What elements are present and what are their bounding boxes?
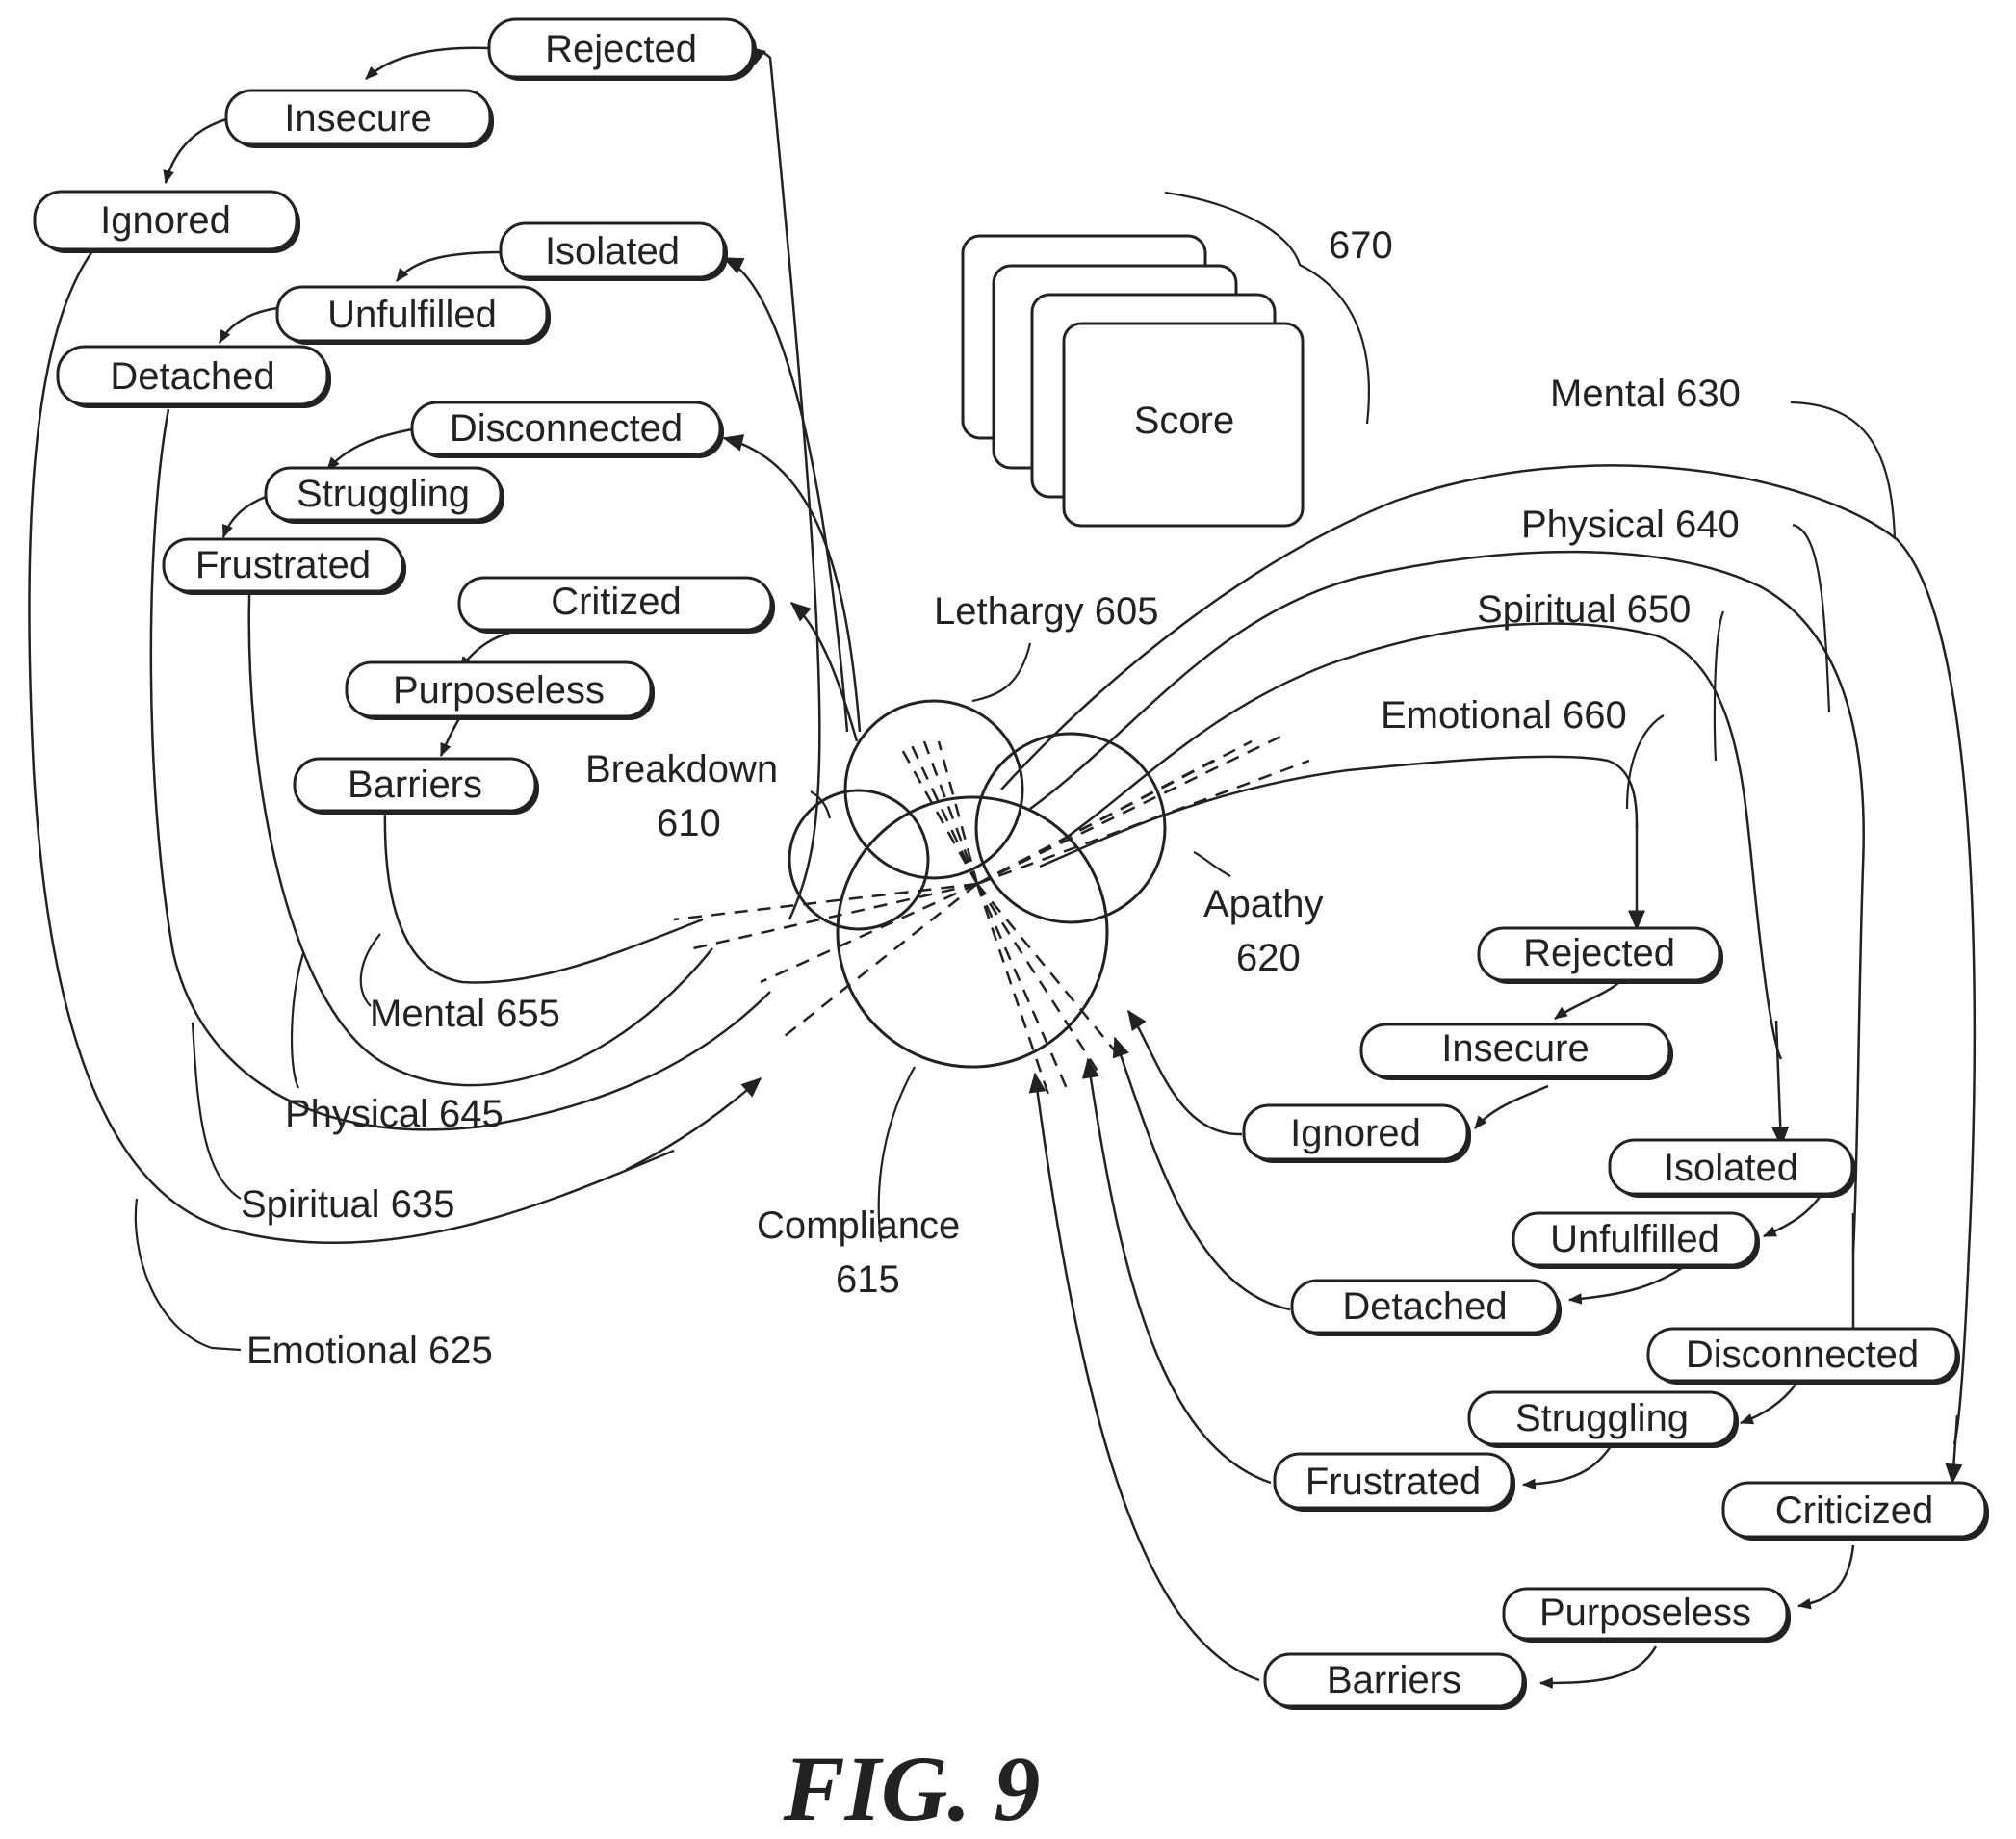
node-text: Ignored (1290, 1112, 1421, 1154)
node-text: Purposeless (393, 669, 605, 712)
compliance-label-line1: Compliance (757, 1204, 960, 1247)
node-text: Barriers (1327, 1659, 1461, 1701)
left-spiritual-node-2: Unfulfilled (277, 287, 551, 345)
apathy-label-line2: 620 (1236, 937, 1301, 979)
left-physical-node-3: Frustrated (164, 539, 406, 595)
breakdown-label-line2: 610 (657, 802, 721, 844)
right-physical-node-2: Struggling (1469, 1392, 1739, 1448)
label-physical-645: Physical 645 (285, 1093, 504, 1135)
score-card-label: Score (1134, 400, 1235, 442)
left-spiritual-node-3: Detached (58, 347, 331, 408)
node-text: Rejected (545, 28, 697, 70)
node-text: Detached (1342, 1285, 1507, 1328)
node-text: Struggling (1515, 1397, 1689, 1439)
circle-labels: Lethargy 605 Breakdown 610 Compliance 61… (585, 590, 1324, 1301)
right-emotional-node-1: Rejected (1479, 928, 1723, 984)
node-text: Criticized (1775, 1489, 1933, 1532)
label-mental-655: Mental 655 (370, 993, 560, 1035)
score-card-stack: Score 670 (963, 193, 1393, 526)
label-mental-630: Mental 630 (1550, 373, 1741, 415)
node-text: Frustrated (1305, 1461, 1481, 1503)
left-spiritual-node-1: Isolated (501, 223, 728, 281)
node-text: Struggling (297, 473, 470, 515)
compliance-label-line2: 615 (836, 1258, 900, 1301)
node-text: Insecure (1441, 1027, 1589, 1070)
left-emotional-node-3: Ignored (35, 192, 300, 253)
right-spiritual-node-2: Unfulfilled (1513, 1213, 1760, 1269)
left-emotional-node-1: Rejected (489, 19, 757, 81)
right-nodes: Rejected Insecure Ignored Isolated Unful… (1244, 928, 1989, 1710)
node-text: Detached (110, 355, 274, 398)
right-spiritual-node-1: Isolated (1610, 1140, 1856, 1198)
left-mental-node-1: Critized (459, 578, 775, 634)
label-emotional-625: Emotional 625 (246, 1330, 493, 1372)
node-text: Isolated (545, 230, 680, 272)
circle-apathy (976, 734, 1165, 922)
node-text: Unfulfilled (327, 294, 497, 336)
label-spiritual-635: Spiritual 635 (241, 1183, 454, 1226)
left-mental-node-2: Purposeless (347, 662, 655, 720)
figure-caption: FIG. 9 (783, 1737, 1041, 1839)
node-text: Insecure (284, 97, 431, 140)
left-mental-node-3: Barriers (295, 759, 539, 815)
left-nodes: Rejected Insecure Ignored Isolated Unful… (35, 19, 775, 815)
node-text: Rejected (1523, 932, 1675, 974)
label-spiritual-650: Spiritual 650 (1477, 588, 1691, 631)
breakdown-label-line1: Breakdown (585, 748, 778, 790)
node-text: Critized (551, 581, 682, 623)
right-emotional-node-3: Ignored (1244, 1105, 1471, 1163)
node-text: Unfulfilled (1550, 1218, 1719, 1260)
right-emotional-node-2: Insecure (1361, 1024, 1673, 1080)
node-text: Ignored (100, 199, 231, 242)
right-physical-node-1: Disconnected (1648, 1329, 1960, 1385)
label-physical-640: Physical 640 (1521, 504, 1740, 546)
right-spiritual-node-3: Detached (1292, 1281, 1562, 1336)
right-mental-node-2: Purposeless (1504, 1589, 1791, 1643)
label-emotional-660: Emotional 660 (1381, 694, 1627, 737)
node-text: Barriers (348, 764, 482, 806)
apathy-label-line1: Apathy (1203, 883, 1324, 925)
right-physical-node-3: Frustrated (1275, 1454, 1515, 1512)
node-text: Isolated (1664, 1147, 1798, 1189)
lethargy-label: Lethargy 605 (934, 590, 1159, 633)
left-physical-node-1: Disconnected (412, 402, 724, 458)
right-mental-node-3: Barriers (1265, 1654, 1527, 1710)
right-mental-node-1: Criticized (1723, 1483, 1989, 1541)
left-emotional-node-2: Insecure (226, 91, 494, 148)
left-physical-node-2: Struggling (266, 468, 504, 524)
node-text: Disconnected (450, 407, 683, 450)
node-text: Disconnected (1686, 1334, 1919, 1376)
node-text: Purposeless (1539, 1592, 1751, 1634)
node-text: Frustrated (195, 544, 371, 586)
score-ref-label: 670 (1329, 224, 1393, 267)
